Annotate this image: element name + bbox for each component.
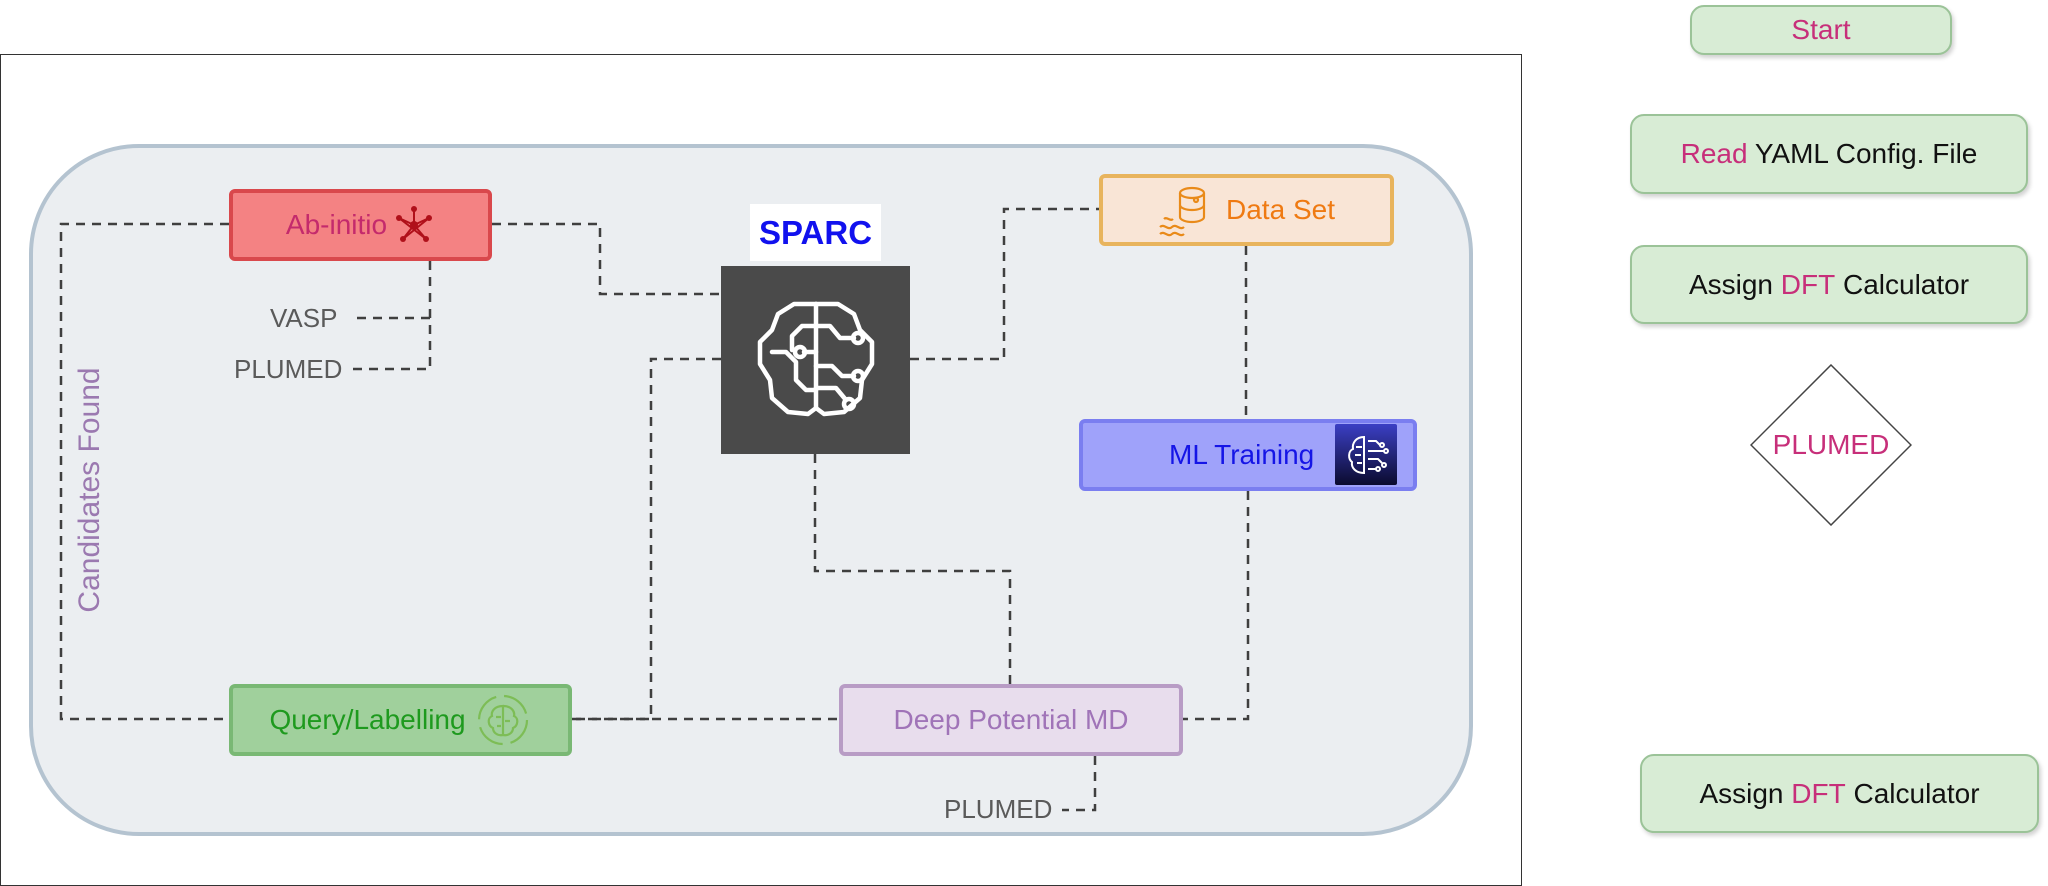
ml-training-label: ML Training xyxy=(1169,439,1315,470)
candidates-found-label: Candidates Found xyxy=(73,367,106,613)
connector-mltraining-deepmd xyxy=(1183,491,1250,721)
legend-plumed-decision xyxy=(1750,364,1912,526)
sparc-title: SPARC xyxy=(750,204,881,261)
sparc-core-node[interactable] xyxy=(721,266,910,454)
legend-assign2-accent: DFT xyxy=(1791,777,1846,809)
connector-sparc-query xyxy=(572,357,721,721)
legend-read-text: YAML Config. File xyxy=(1747,138,1978,169)
brain-cycle-icon xyxy=(477,694,528,746)
legend-assign-prefix: Assign xyxy=(1688,268,1781,300)
connector-sparc-deepmd xyxy=(813,454,1012,684)
database-icon xyxy=(1159,186,1206,237)
legend-start: Start xyxy=(1690,5,1952,55)
legend-assign-suffix: Calculator xyxy=(1835,268,1970,300)
ab-initio-label: Ab-initio xyxy=(285,209,388,240)
plumed-abinitio-label: PLUMED xyxy=(234,354,343,384)
connector-abinitio-labels xyxy=(350,261,432,371)
legend-read-accent: Read xyxy=(1680,138,1748,169)
connector-sparc-dataset xyxy=(910,207,1099,361)
connector-deepmd-plumed xyxy=(1062,756,1097,812)
legend-assign-dft: Assign DFT Calculator xyxy=(1630,245,2028,324)
query-labelling-node[interactable]: Query/Labelling xyxy=(229,684,572,756)
connector-abinitio-sparc xyxy=(492,222,721,296)
legend-assign-dft-2: Assign DFT Calculator xyxy=(1640,754,2039,833)
vasp-label: VASP xyxy=(270,303,338,333)
legend-assign2-prefix: Assign xyxy=(1699,777,1792,809)
dataset-node[interactable]: Data Set xyxy=(1099,174,1394,246)
molecule-network-icon xyxy=(396,206,433,242)
deep-potential-md-node[interactable]: Deep Potential MD xyxy=(839,684,1183,756)
brain-circuit-icon xyxy=(757,301,874,417)
deep-potential-md-label: Deep Potential MD xyxy=(893,704,1129,735)
dataset-label: Data Set xyxy=(1226,194,1335,225)
ab-initio-node[interactable]: Ab-initio xyxy=(229,189,492,261)
plumed-md-label: PLUMED xyxy=(944,794,1053,824)
legend-assign-accent: DFT xyxy=(1780,268,1836,300)
legend-plumed-text: PLUMED xyxy=(1772,429,1890,460)
legend-read-config: Read YAML Config. File xyxy=(1630,114,2028,194)
ai-brain-chip-icon xyxy=(1335,424,1397,485)
legend-assign2-suffix: Calculator xyxy=(1845,777,1980,809)
connector-abinitio-query xyxy=(59,222,229,721)
legend-start-text: Start xyxy=(1791,14,1851,45)
query-labelling-label: Query/Labelling xyxy=(269,704,466,735)
